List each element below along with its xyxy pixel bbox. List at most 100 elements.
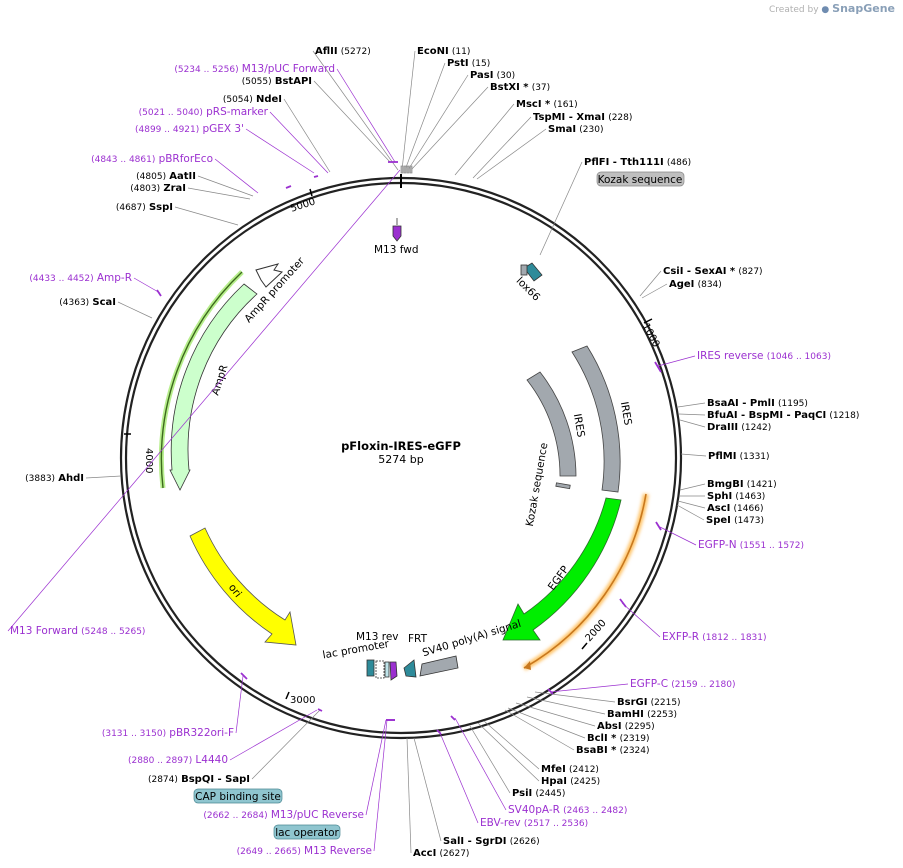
leader-line-bfuai-bspmi-paqci <box>678 413 706 416</box>
enzyme-label-smai[interactable]: SmaI (230) <box>548 124 603 135</box>
primer-label-pbr322ori-f[interactable]: (3131 .. 3150) pBR322ori-F <box>102 727 234 739</box>
enzyme-label-ahdi[interactable]: (3883) AhdI <box>25 473 84 484</box>
feature-m13-rev[interactable]: M13 rev <box>356 631 399 681</box>
primer-label-m13-puc-reverse[interactable]: (2662 .. 2684) M13/pUC Reverse <box>203 809 364 821</box>
tick-1000-label: 1000 <box>640 322 662 350</box>
primer-label-ires-reverse[interactable]: IRES reverse (1046 .. 1063) <box>697 350 831 362</box>
enzyme-label-agei[interactable]: AgeI (834) <box>669 279 722 290</box>
primer-label-l4440[interactable]: (2880 .. 2897) L4440 <box>128 754 228 766</box>
primer-label-egfp-c[interactable]: EGFP-C (2159 .. 2180) <box>630 678 736 690</box>
enzyme-label-bmgbi[interactable]: BmgBI (1421) <box>707 479 777 490</box>
primer-label-sv40pa-r[interactable]: SV40pA-R (2463 .. 2482) <box>508 804 627 816</box>
primer-site-marks <box>156 161 662 735</box>
annotation-position: (5054) <box>223 95 253 105</box>
annotation-name: Amp-R <box>97 272 132 284</box>
pill-lac-box <box>273 824 341 840</box>
primer-label-m13-reverse[interactable]: (2649 .. 2665) M13 Reverse <box>237 845 372 857</box>
feature-ampr[interactable]: AmpR <box>158 270 258 491</box>
enzyme-label-sphi[interactable]: SphI (1463) <box>707 491 765 502</box>
enzyme-label-csii-sexai[interactable]: CsiI - SexAI * (827) <box>663 266 763 277</box>
primer-label-m13-forward[interactable]: M13 Forward (5248 .. 5265) <box>10 625 145 637</box>
enzyme-label-bsaai-pmli[interactable]: BsaAI - PmlI (1195) <box>707 398 808 409</box>
feature-ampr-label: AmpR <box>209 363 230 397</box>
annotation-name: EcoNI <box>417 46 449 57</box>
annotation-position: (30) <box>497 71 515 81</box>
enzyme-label-econi[interactable]: EcoNI (11) <box>417 46 470 57</box>
tick-4000-label: 4000 <box>143 448 154 473</box>
enzyme-label-acci[interactable]: AccI (2627) <box>413 848 469 859</box>
feature-ires-outer[interactable]: IRES <box>571 345 634 493</box>
primer-site-sv40pa-r <box>450 715 456 721</box>
enzyme-label-pasi[interactable]: PasI (30) <box>470 70 515 81</box>
primer-label-prs-marker[interactable]: (5021 .. 5040) pRS-marker <box>139 106 269 118</box>
annotation-name: SV40pA-R <box>508 804 560 816</box>
feature-lac-promoter[interactable]: lac promoter <box>322 638 391 679</box>
feature-lox66[interactable]: lox66 <box>514 262 543 304</box>
enzyme-label-psti[interactable]: PstI (15) <box>447 58 490 69</box>
enzyme-label-aatii[interactable]: (4805) AatII <box>136 171 196 182</box>
annotation-name: M13/pUC Reverse <box>271 809 364 821</box>
enzyme-label-ndei[interactable]: (5054) NdeI <box>223 94 282 105</box>
enzyme-label-msci[interactable]: MscI * (161) <box>516 99 578 110</box>
leader-line-bstxi <box>410 86 489 171</box>
enzyme-label-bsabi[interactable]: BsaBI * (2324) <box>576 745 650 756</box>
enzyme-label-scai[interactable]: (4363) ScaI <box>59 297 116 308</box>
enzyme-label-bstxi[interactable]: BstXI * (37) <box>490 82 550 93</box>
annotation-name: MscI * <box>516 99 551 110</box>
feature-ori[interactable]: ori <box>189 527 297 646</box>
primer-label-m13-puc-forward[interactable]: (5234 .. 5256) M13/pUC Forward <box>174 63 335 75</box>
enzyme-label-absi[interactable]: AbsI (2295) <box>597 721 655 732</box>
pill-lac-operator[interactable]: lac operator <box>273 824 341 840</box>
enzyme-label-asci[interactable]: AscI (1466) <box>707 503 763 514</box>
enzyme-label-zrai[interactable]: (4803) ZraI <box>130 183 186 194</box>
enzyme-label-aflii[interactable]: AflII (5272) <box>315 46 371 57</box>
annotation-name: AflII <box>315 46 338 57</box>
enzyme-label-bcli[interactable]: BclI * (2319) <box>587 733 650 744</box>
leader-line-bamhi <box>526 696 606 715</box>
pill-kozak[interactable]: Kozak sequence <box>596 171 685 187</box>
primer-label-exfp-r[interactable]: EXFP-R (1812 .. 1831) <box>662 631 767 643</box>
plasmid-size: 5274 bp <box>378 453 423 466</box>
primer-label-pbrforeco[interactable]: (4843 .. 4861) pBRforEco <box>91 153 213 165</box>
enzyme-label-bspqi-sapi[interactable]: (2874) BspQI - SapI <box>148 774 250 785</box>
leader-line-zrai <box>187 187 251 200</box>
feature-frt-arrow <box>403 659 417 678</box>
primer-label-egfp-n[interactable]: EGFP-N (1551 .. 1572) <box>698 539 804 551</box>
enzyme-label-hpai[interactable]: HpaI (2425) <box>541 776 600 787</box>
enzyme-label-psii[interactable]: PsiI (2445) <box>512 788 565 799</box>
feature-m13-fwd[interactable]: M13 fwd <box>374 218 419 256</box>
leader-line-absi <box>515 702 596 727</box>
feature-ires-inner[interactable]: IRES <box>526 371 587 477</box>
annotation-name: ZraI <box>163 183 186 194</box>
enzyme-label-bstapi[interactable]: (5055) BstAPI <box>242 76 312 87</box>
annotation-position: (4803) <box>130 184 160 194</box>
feature-sv40-polya[interactable]: SV40 poly(A) signal <box>419 618 523 677</box>
annotation-position: (5021 .. 5040) <box>139 108 203 118</box>
enzyme-label-sali-sgrdi[interactable]: SalI - SgrDI (2626) <box>443 836 540 847</box>
feature-egfp[interactable]: EGFP <box>502 497 622 641</box>
enzyme-label-bsrgi[interactable]: BsrGI (2215) <box>617 697 681 708</box>
enzyme-label-mfei[interactable]: MfeI (2412) <box>541 764 599 775</box>
feature-ampr-arrow <box>169 283 258 491</box>
primer-site-ebv-rev <box>436 729 442 735</box>
enzyme-label-pflfi-tth111i[interactable]: PflFI - Tth111I (486) <box>584 157 691 168</box>
pill-cap-binding-site[interactable]: CAP binding site <box>193 788 283 804</box>
annotation-name: BamHI <box>607 709 644 720</box>
enzyme-label-tspmi-xmai[interactable]: TspMI - XmaI (228) <box>533 112 632 123</box>
primer-site-egfp-c <box>547 688 554 695</box>
enzyme-label-bfuai-bspmi-paqci[interactable]: BfuAI - BspMI - PaqCI (1218) <box>707 410 859 421</box>
enzyme-label-draiii[interactable]: DraIII (1242) <box>707 422 771 433</box>
annotation-position: (1218) <box>829 411 859 421</box>
feature-cap-site-box <box>384 661 390 678</box>
enzyme-label-sspi[interactable]: (4687) SspI <box>116 202 173 213</box>
feature-m13-fwd-label: M13 fwd <box>374 244 419 256</box>
feature-frt[interactable]: FRT <box>403 633 428 678</box>
enzyme-label-pflmi[interactable]: PflMI (1331) <box>708 451 770 462</box>
leader-line-egfp-c <box>549 683 629 693</box>
primer-label-ebv-rev[interactable]: EBV-rev (2517 .. 2536) <box>480 817 588 829</box>
primer-label-amp-r[interactable]: (4433 .. 4452) Amp-R <box>29 272 132 284</box>
primer-label-pgex-3[interactable]: (4899 .. 4921) pGEX 3' <box>135 123 244 135</box>
enzyme-label-bamhi[interactable]: BamHI (2253) <box>607 709 677 720</box>
enzyme-label-spei[interactable]: SpeI (1473) <box>706 515 764 526</box>
primer-site-ires-reverse <box>654 361 662 373</box>
